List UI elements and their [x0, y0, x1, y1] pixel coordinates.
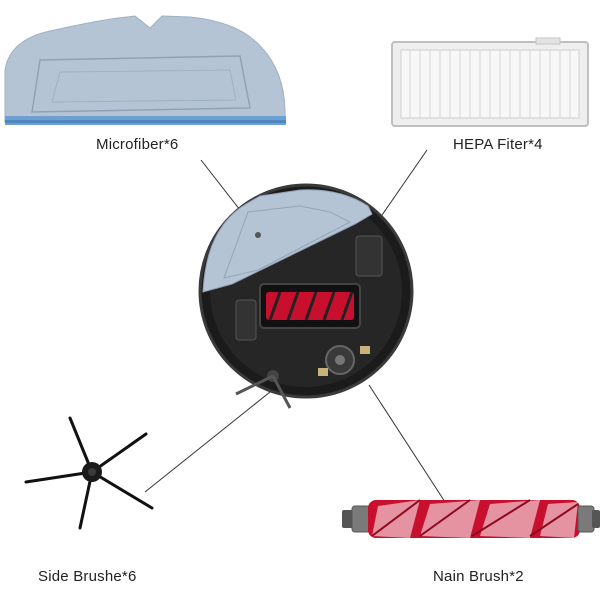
hepa-filter-image	[391, 37, 589, 127]
main-brush-leader-line	[368, 384, 448, 506]
microfiber-mop-pad-image	[4, 15, 286, 125]
main-roller-brush-image	[342, 499, 600, 538]
side-brush-leader-line	[144, 391, 271, 493]
side-brush-image	[24, 416, 154, 530]
main-brush-label: Nain Brush*2	[433, 568, 524, 585]
hepa-filter-label: HEPA Fiter*4	[453, 136, 543, 153]
hepa-leader-line	[379, 149, 428, 219]
side-brush-label: Side Brushe*6	[38, 568, 137, 585]
robot-vacuum-image	[198, 183, 414, 409]
microfiber-label: Microfiber*6	[96, 136, 179, 153]
